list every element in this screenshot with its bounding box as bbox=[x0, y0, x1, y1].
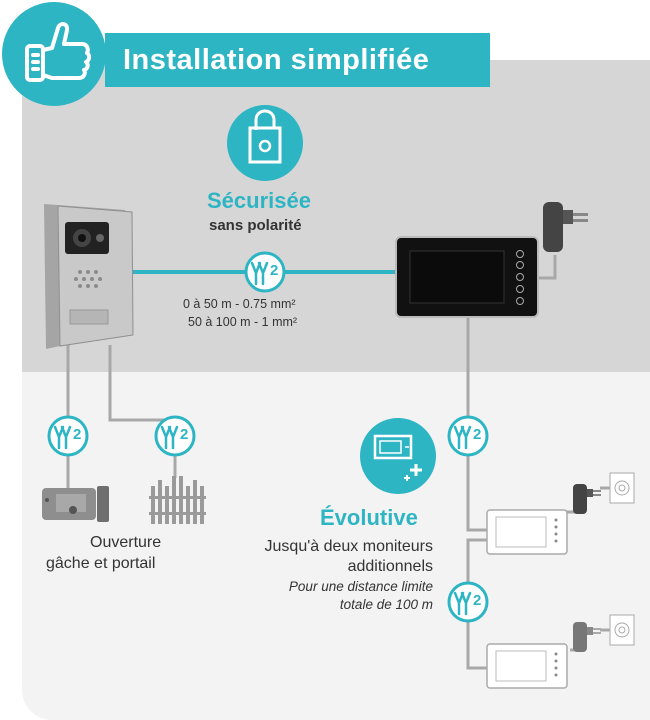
cable-count: 2 bbox=[73, 426, 82, 443]
power-adapter-icon bbox=[543, 202, 588, 252]
evolutive-note-2: totale de 100 m bbox=[339, 597, 433, 612]
page-title: Installation simplifiée bbox=[105, 33, 490, 87]
cable-count: 2 bbox=[473, 426, 482, 443]
add-monitor-icon bbox=[360, 418, 436, 494]
wall-socket-icon bbox=[609, 614, 635, 646]
thumbs-up-icon bbox=[25, 22, 92, 82]
door-station bbox=[44, 204, 134, 349]
additional-monitor-2 bbox=[486, 643, 568, 689]
distance-line-1: 0 à 50 m - 0.75 mm² bbox=[183, 297, 296, 311]
cable-count: 2 bbox=[180, 426, 189, 443]
power-adapter-icon bbox=[573, 484, 601, 514]
secure-title: Sécurisée bbox=[207, 188, 311, 213]
evolutive-note-1: Pour une distance limite bbox=[288, 579, 433, 594]
wall-socket-icon bbox=[609, 472, 635, 504]
gate-icon bbox=[149, 476, 206, 524]
secure-subtitle: sans polarité bbox=[209, 217, 302, 234]
outputs-line-1: Ouverture bbox=[90, 534, 162, 551]
outputs-line-2: gâche et portail bbox=[46, 555, 156, 572]
evolutive-title: Évolutive bbox=[320, 505, 418, 530]
additional-monitor-1 bbox=[486, 509, 568, 555]
evolutive-line-1: Jusqu'à deux moniteurs bbox=[264, 538, 433, 555]
indoor-monitor bbox=[395, 236, 539, 318]
evolutive-line-2: additionnels bbox=[347, 558, 433, 575]
distance-line-2: 50 à 100 m - 1 mm² bbox=[188, 315, 298, 329]
power-adapter-icon bbox=[573, 622, 601, 652]
cable-count: 2 bbox=[473, 592, 482, 609]
cable-count: 2 bbox=[270, 262, 279, 279]
electric-strike-icon bbox=[42, 486, 109, 522]
title-badge bbox=[2, 2, 106, 106]
padlock-icon bbox=[227, 105, 303, 181]
